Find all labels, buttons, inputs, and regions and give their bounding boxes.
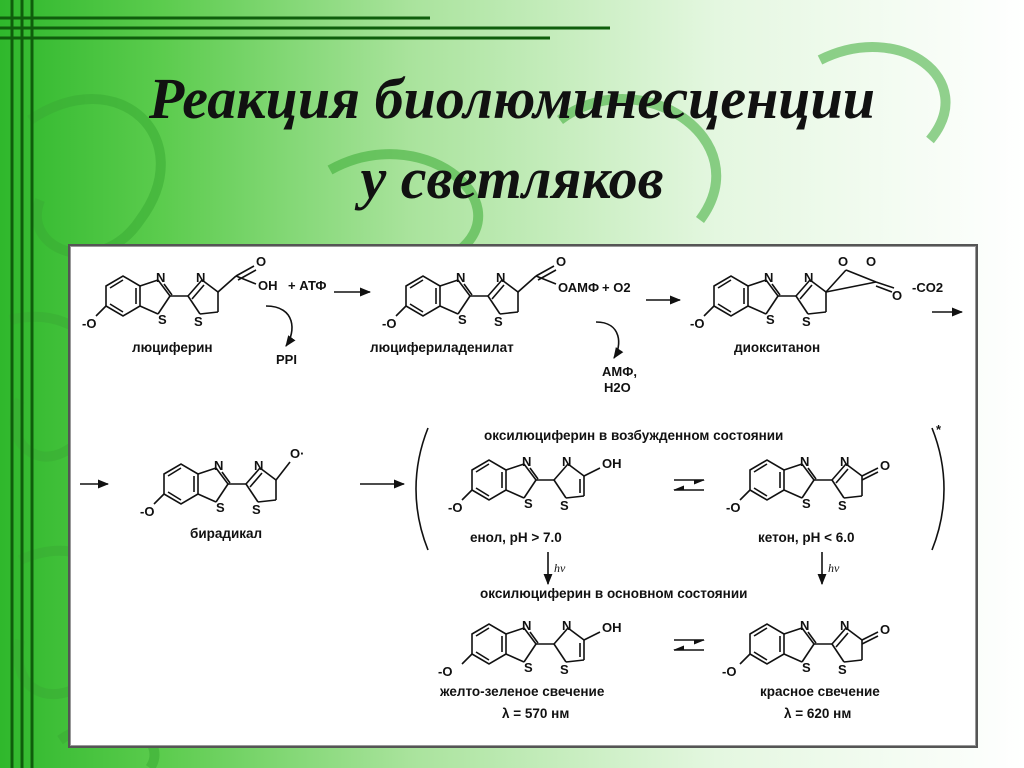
atom-s: S [194, 314, 203, 329]
atom-o-minus: -O [382, 316, 396, 331]
atom-s: S [216, 500, 225, 515]
atom-n: N [214, 458, 223, 473]
label-red-glow: красное свечение [760, 684, 880, 699]
reagent-o2: + O2 [602, 280, 631, 295]
byproduct-amf: АМФ, [602, 364, 637, 379]
atom-o: O [556, 254, 566, 269]
atom-o: O [866, 254, 876, 269]
atom-s: S [766, 312, 775, 327]
biradical-structure: N S N S -O O· [140, 446, 304, 519]
byproduct-h2o: H2O [604, 380, 631, 395]
luciferin-oh: OH [258, 278, 278, 293]
arrow-amf [595, 321, 624, 359]
atom-s: S [560, 662, 569, 677]
label-luciferin: люциферин [132, 340, 213, 355]
atom-n: N [156, 270, 165, 285]
label-adenylate: люцифериладенилат [370, 340, 514, 355]
label-enol-excited: енол, pH > 7.0 [470, 530, 562, 545]
excited-ketone-structure: N S N S -O O [726, 454, 890, 515]
atom-o-minus: -O [722, 664, 736, 679]
atom-s: S [802, 660, 811, 675]
atom-s: S [158, 312, 167, 327]
adenylate-oamf: ОАМФ [558, 280, 599, 295]
reaction-diagram-panel: N S N S -O O OH + АТФ люциферин PPI N S … [68, 244, 978, 748]
atom-o-minus: -O [140, 504, 154, 519]
atom-o-minus: -O [448, 500, 462, 515]
atom-o: O [256, 254, 266, 269]
atom-n: N [254, 458, 263, 473]
label-yellow-green: желто-зеленое свечение [439, 684, 605, 699]
lambda-620: λ = 620 нм [784, 706, 851, 721]
adenylate-structure: N S N S -O O ОАМФ [382, 254, 599, 331]
atom-s: S [252, 502, 261, 517]
bracket-left [415, 427, 429, 551]
atom-o: O [838, 254, 848, 269]
ground-ketone-structure: N S N S -O O [722, 618, 890, 679]
atom-o-minus: -O [438, 664, 452, 679]
atom-n: N [562, 618, 571, 633]
atom-n: N [800, 618, 809, 633]
arrow-ppi [265, 305, 296, 347]
label-biradical: бирадикал [190, 526, 262, 541]
header-excited: оксилюциферин в возбужденном состоянии [484, 428, 783, 443]
dioxetanone-structure: N S N S -O O O O [690, 254, 902, 331]
excited-enol-structure: N S N S -O OH [448, 454, 622, 515]
byproduct-co2: -CO2 [912, 280, 943, 295]
atom-n: N [562, 454, 571, 469]
atom-s: S [838, 498, 847, 513]
atom-n: N [522, 454, 531, 469]
atom-n: N [764, 270, 773, 285]
label-ketone-excited: кетон, pH < 6.0 [758, 530, 855, 545]
header-ground: оксилюциферин в основном состоянии [480, 586, 747, 601]
ketone-o: O [880, 622, 890, 637]
label-dioxetanone: диокситанон [734, 340, 820, 355]
hv-enol: hν [554, 561, 566, 575]
atom-n: N [522, 618, 531, 633]
atom-s: S [802, 496, 811, 511]
luciferin-structure: N S N S -O O OH [82, 254, 278, 331]
atom-s: S [524, 660, 533, 675]
atom-o-radical: O· [290, 446, 304, 461]
atom-s: S [524, 496, 533, 511]
atom-s: S [458, 312, 467, 327]
atom-n: N [800, 454, 809, 469]
slide-title-line1: Реакция биолюминесценции [148, 66, 876, 131]
atom-n: N [840, 454, 849, 469]
decorative-lines [0, 0, 610, 768]
reagent-atf: + АТФ [288, 278, 327, 293]
atom-o-minus: -O [690, 316, 704, 331]
byproduct-ppi: PPI [276, 352, 297, 367]
atom-n: N [196, 270, 205, 285]
hv-ketone: hν [828, 561, 840, 575]
atom-n: N [496, 270, 505, 285]
ketone-o: O [880, 458, 890, 473]
atom-s: S [494, 314, 503, 329]
excited-star: * [936, 422, 942, 437]
atom-s: S [560, 498, 569, 513]
atom-o-minus: -O [82, 316, 96, 331]
atom-n: N [456, 270, 465, 285]
atom-o-minus: -O [726, 500, 740, 515]
bracket-right [931, 427, 945, 551]
atom-n: N [840, 618, 849, 633]
atom-o: O [892, 288, 902, 303]
slide-title-line2: у светляков [360, 146, 664, 211]
atom-s: S [838, 662, 847, 677]
enol-oh: OH [602, 620, 622, 635]
lambda-570: λ = 570 нм [502, 706, 569, 721]
ground-enol-structure: N S N S -O OH [438, 618, 622, 679]
enol-oh: OH [602, 456, 622, 471]
atom-n: N [804, 270, 813, 285]
atom-s: S [802, 314, 811, 329]
